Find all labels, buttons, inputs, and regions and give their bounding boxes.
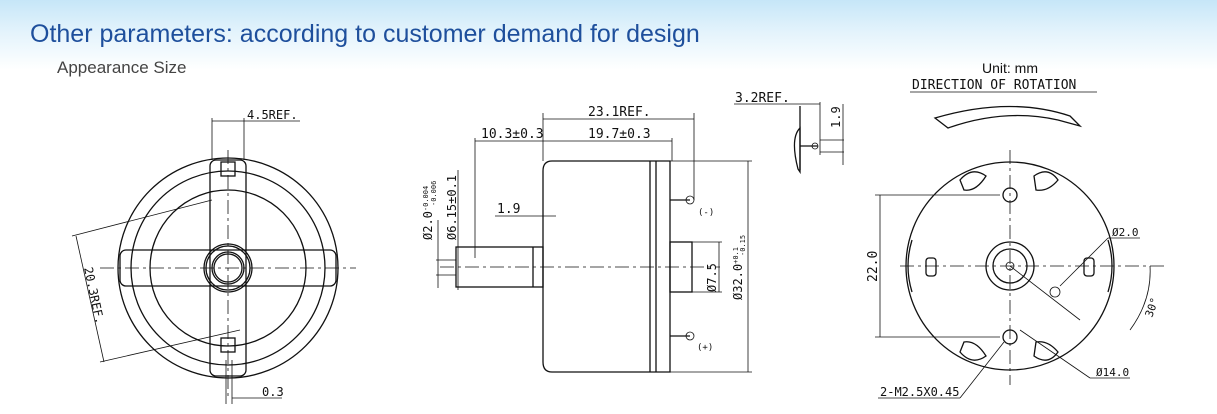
dim-terminal-ref: 3.2REF. — [735, 91, 790, 106]
terminal-negative-label: (-) — [698, 208, 714, 218]
header-band — [0, 0, 1217, 70]
dim-body-tol-lower: -0.15 — [739, 235, 747, 256]
dim-flat: 1.9 — [497, 202, 520, 217]
unit-label: Unit: mm — [982, 60, 1038, 76]
dim-body-length: 19.7±0.3 — [588, 127, 651, 142]
screw-spec: 2-M2.5X0.45 — [880, 385, 959, 399]
dim-terminal-height: 1.9 — [829, 106, 843, 128]
rotation-label: DIRECTION OF ROTATION — [912, 78, 1076, 93]
terminal-positive-label: (+) — [697, 343, 713, 353]
dim-overall-length: 23.1REF. — [588, 105, 651, 120]
front-view: 4.5REF. 20.3REF. 0.3 — [71, 108, 356, 404]
side-view: 23.1REF. 10.3±0.3 19.7±0.3 1.9 Ø2.0-0.00… — [421, 105, 752, 373]
dim-bearing-diameter: Ø7.5 — [705, 263, 719, 292]
rear-view: Unit: mm DIRECTION OF ROTATION 22.0 Ø2.0… — [866, 60, 1165, 399]
dim-front-top: 4.5REF. — [247, 108, 298, 122]
dim-rear-height: 22.0 — [866, 251, 881, 282]
terminal-detail: 3.2REF. 1.9 — [734, 91, 844, 175]
dim-boss-diameter: Ø6.15±0.1 — [445, 175, 459, 240]
page-title: Other parameters: according to customer … — [30, 20, 700, 48]
dim-front-diag: 20.3REF. — [81, 266, 107, 325]
dim-pcd: Ø14.0 — [1096, 366, 1129, 379]
dim-hole-diameter: Ø2.0 — [1112, 226, 1139, 239]
dim-front-bottom: 0.3 — [262, 385, 284, 399]
dim-shaft-diameter: Ø2.0-0.004 — [421, 186, 435, 240]
dim-shaft-tol-lower: -0.006 — [430, 181, 438, 206]
section-subtitle: Appearance Size — [57, 58, 187, 77]
dim-body-diameter: Ø32.0+0.1 — [731, 247, 745, 300]
dim-angle: 30° — [1143, 296, 1162, 319]
dim-shaft-length: 10.3±0.3 — [481, 127, 544, 142]
